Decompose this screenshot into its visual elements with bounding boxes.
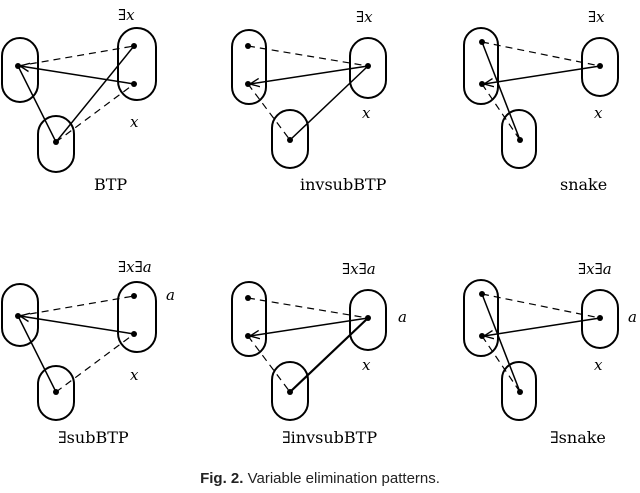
dashed-edge-top — [247, 297, 369, 319]
x-label: x — [130, 113, 139, 131]
solid-edge-left-bottom — [17, 65, 57, 143]
diagram-exists-subbtp: ∃x∃a a x ∃subBTP — [1, 258, 175, 447]
x-label: x — [362, 356, 371, 374]
caption-text: Variable elimination patterns. — [247, 470, 440, 487]
bottom-variable-box — [37, 115, 75, 173]
solid-edge-left-bottom — [17, 315, 57, 393]
dashed-edge-top — [247, 45, 369, 67]
left-variable-box — [231, 29, 267, 105]
x-vertex — [365, 315, 371, 321]
bottom-vertex — [53, 389, 59, 395]
diagram-invsubbtp: ∃x x invsubBTP — [231, 8, 387, 194]
pattern-name: ∃snake — [550, 428, 606, 447]
caption-label: Fig. 2. — [200, 470, 244, 487]
diagram-btp: ∃x x BTP — [1, 6, 157, 194]
left-vertex — [15, 63, 21, 69]
diagram-snake: ∃x x snake — [463, 8, 619, 194]
figure-canvas: ∃x x BTP ∃x x invsubBTP ∃x x snake — [1, 6, 637, 447]
right-variable-box — [117, 281, 157, 353]
solid-edge-left-bottom — [481, 41, 521, 141]
right-variable-box — [581, 289, 619, 349]
left-top-vertex — [245, 43, 251, 49]
solid-edge-x-to-left — [250, 65, 369, 84]
dashed-edge-top — [17, 295, 135, 317]
pattern-name: BTP — [94, 175, 127, 194]
x-vertex — [597, 315, 603, 321]
x-label: x — [594, 356, 603, 374]
solid-edge-left-to-x — [20, 66, 135, 85]
figure-caption: Fig. 2. Variable elimination patterns. — [0, 470, 640, 487]
bottom-variable-box — [271, 109, 309, 169]
a-label: a — [398, 308, 407, 326]
pattern-name: snake — [560, 175, 607, 194]
solid-edge-left-bottom — [481, 293, 521, 393]
quantifier-label: ∃x — [588, 8, 605, 26]
bottom-vertex — [287, 389, 293, 395]
pattern-name: ∃subBTP — [58, 428, 129, 447]
left-top-vertex — [479, 39, 485, 45]
quantifier-label: ∃x — [118, 6, 135, 24]
bottom-vertex — [517, 389, 523, 395]
x-label: x — [362, 104, 371, 122]
bottom-variable-box — [501, 109, 537, 169]
quantifier-label: ∃x — [356, 8, 373, 26]
diagram-exists-invsubbtp: ∃x∃a a x ∃invsubBTP — [231, 260, 407, 447]
a-label: a — [628, 308, 637, 326]
bottom-vertex — [53, 139, 59, 145]
solid-edge-x-to-left — [250, 317, 369, 336]
diagram-exists-snake: ∃x∃a a x ∃snake — [463, 260, 637, 447]
quantifier-label: ∃x∃a — [342, 260, 376, 278]
left-variable-box — [1, 37, 39, 103]
left-top-vertex — [479, 291, 485, 297]
top-right-vertex — [131, 43, 137, 49]
left-variable-box — [463, 27, 499, 105]
x-vertex — [131, 331, 137, 337]
left-bottom-vertex — [479, 333, 485, 339]
dashed-edge-top — [481, 41, 601, 67]
left-variable-box — [231, 281, 267, 357]
left-variable-box — [1, 283, 39, 347]
solid-edge-bottom-top — [55, 45, 135, 143]
right-variable-box — [581, 37, 619, 97]
bottom-variable-box — [37, 365, 75, 421]
left-bottom-vertex — [245, 81, 251, 87]
dashed-edge-bottom — [55, 83, 135, 143]
dashed-edge-top — [481, 293, 601, 319]
left-bottom-vertex — [245, 333, 251, 339]
left-vertex — [15, 313, 21, 319]
bottom-variable-box — [271, 361, 309, 421]
x-label: x — [594, 104, 603, 122]
left-variable-box — [463, 279, 499, 357]
solid-edge-x-to-left — [20, 316, 135, 335]
bottom-vertex — [287, 137, 293, 143]
dashed-edge-bottom — [55, 333, 135, 393]
x-vertex — [365, 63, 371, 69]
quantifier-label: ∃x∃a — [578, 260, 612, 278]
right-variable-box — [117, 27, 157, 101]
left-top-vertex — [245, 295, 251, 301]
pattern-name: invsubBTP — [300, 175, 387, 194]
quantifier-label: ∃x∃a — [118, 258, 152, 276]
x-vertex — [131, 81, 137, 87]
bottom-variable-box — [501, 361, 537, 421]
solid-edge-bottom-x — [289, 317, 369, 393]
a-vertex — [131, 293, 137, 299]
x-vertex — [597, 63, 603, 69]
solid-edge-bottom-x — [289, 65, 369, 141]
solid-edge-x-to-left — [484, 65, 601, 84]
x-label: x — [130, 366, 139, 384]
solid-edge-x-to-left — [484, 317, 601, 336]
dashed-edge-top — [17, 45, 135, 67]
left-bottom-vertex — [479, 81, 485, 87]
a-label: a — [166, 286, 175, 304]
bottom-vertex — [517, 137, 523, 143]
pattern-name: ∃invsubBTP — [282, 428, 377, 447]
